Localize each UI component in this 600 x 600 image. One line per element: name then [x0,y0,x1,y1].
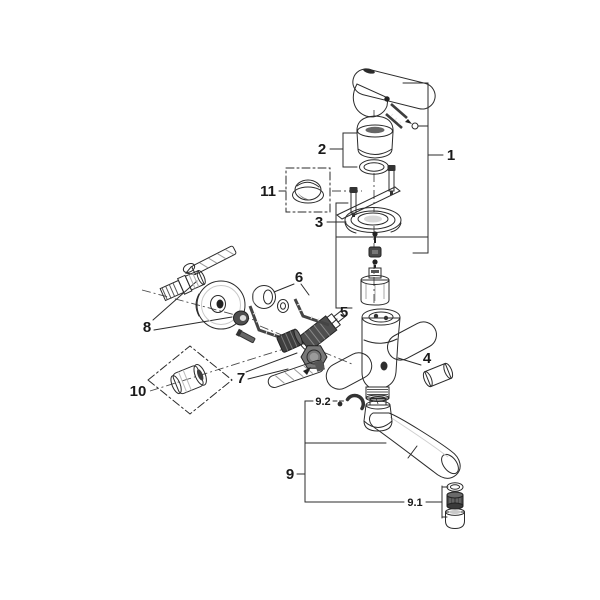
spout-collar [363,396,393,432]
column-screw-2 [372,259,378,268]
column-nut [368,246,382,258]
s-union-group [159,245,249,330]
handle-fixing-screw [384,96,390,102]
retaining-clip [337,393,366,411]
direction-arrow-icon [303,367,311,375]
mixer-body [325,308,437,402]
union-nut-set [267,328,328,388]
callout-9-label: 9 [286,466,294,483]
callout-9-2-label: 9.2 [315,396,330,408]
cartridge-sleeve [360,267,390,306]
callout-8-bracket [152,280,233,331]
ball-coupling [252,285,330,327]
mounting-stud-left [349,187,358,217]
callout-1-bracket [335,82,444,254]
spanner-tool [184,245,237,275]
column-screw [372,231,378,243]
hex-key-icon [385,103,419,130]
aerator-set [445,482,465,530]
callout-8-label: 8 [143,319,151,336]
non-return-valve [170,364,207,395]
callout-1-label: 1 [447,147,455,164]
callout-3-label: 3 [315,214,323,231]
callout-2-bracket [329,132,358,168]
o-ring [359,159,389,175]
callout-6-label: 6 [295,269,303,286]
small-screw [235,328,256,344]
callout-4-label: 4 [423,350,432,367]
callout-11-box [278,167,331,213]
escutcheon-flange [344,207,402,234]
s-union-fitting [159,269,206,302]
callout-9-1-bracket [304,485,449,519]
wall-rosette [195,280,246,330]
mounting-plate [336,186,401,220]
callout-7-label: 7 [237,370,245,387]
cover-cap [292,179,324,204]
dome-cap [356,115,394,159]
callout-2-label: 2 [318,141,326,158]
lever-handle [352,68,436,118]
callout-9-1-label: 9.1 [407,497,422,509]
swivel-spout [363,396,461,479]
callout-3-bracket [326,202,353,309]
plug [422,362,454,388]
callout-11-label: 11 [260,183,276,200]
rosette-nut [233,310,249,326]
hex-key-icon [248,305,286,341]
callout-labels: 1 2 3 4 5 6 7 8 9 9.1 9.2 10 11 [130,141,456,509]
callout-6-bracket [273,283,310,296]
callout-10-label: 10 [130,383,147,400]
callout-5-label: 5 [340,304,348,321]
handle-slot [363,68,375,74]
callout-10-box [147,345,233,415]
mounting-stud-right [387,165,396,195]
callout-9-bracket [296,400,387,503]
callout-7-bracket [245,352,298,380]
callout-4-leader [397,357,422,366]
